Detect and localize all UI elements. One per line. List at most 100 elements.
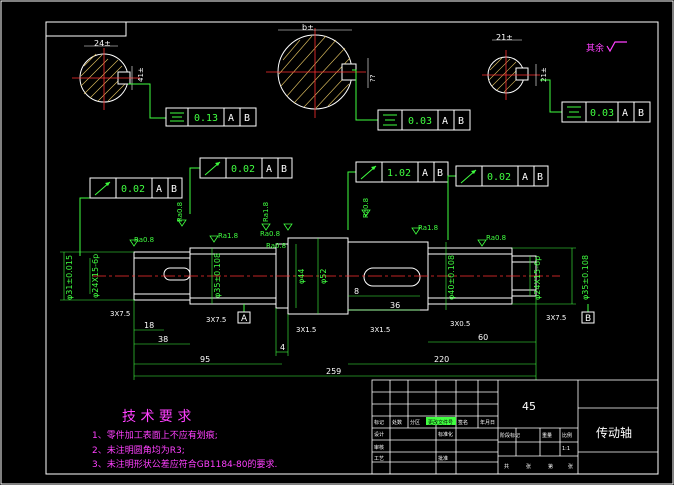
symmetry-frame-3: 0.03 A B xyxy=(540,79,651,123)
symmetry-datum1-3: A xyxy=(622,108,628,119)
length-label-36: 36 xyxy=(390,301,400,310)
drawing-frame xyxy=(45,21,659,475)
runout-datum2-3: B xyxy=(437,168,443,179)
symmetry-value-1: 0.13 xyxy=(194,113,218,124)
runout-value-3: 1.02 xyxy=(387,168,411,179)
symmetry-value-3: 0.03 xyxy=(590,108,614,119)
runout-datum1-4: A xyxy=(522,172,528,183)
length-label-95: 95 xyxy=(200,355,210,364)
title-block-text: 标记 处数 分区 更改文件号 签名 年月日 设计 标准化 审核 工艺 批准 阶段… xyxy=(374,419,573,470)
tb-sheet-1: 共 xyxy=(504,463,509,470)
section-view-right: 21± 21± xyxy=(482,33,548,100)
material-label: 45 xyxy=(522,400,536,413)
diameter-label-6: φ40±0.108 xyxy=(447,255,456,300)
tb-row-label-1: 标记 xyxy=(374,419,384,426)
roughness-marks xyxy=(129,209,487,247)
chamfer-label-1: 3X7.5 xyxy=(110,310,130,318)
symmetry-frame-2: 0.03 A B xyxy=(352,69,471,131)
tb-side-label-3: 审核 xyxy=(374,444,384,451)
length-label-4: 4 xyxy=(280,343,285,352)
diameter-label-3: φ35±0.108 xyxy=(213,253,222,298)
tb-scale: 1:1 xyxy=(562,446,570,452)
runout-value-2: 0.02 xyxy=(231,164,255,175)
right-depth-dim: 21± xyxy=(540,67,548,82)
tb-side-label-4: 工艺 xyxy=(374,456,384,462)
roughness-label-7: Ra0.8 xyxy=(486,234,506,242)
roughness-label-1: Ra0.8 xyxy=(134,236,154,244)
symmetry-datum2-3: B xyxy=(638,108,644,119)
runout-datum1-3: A xyxy=(422,168,428,179)
datum-a-marker: A xyxy=(237,304,251,324)
runout-frame-1: 0.02 A B xyxy=(79,177,183,256)
length-label-60: 60 xyxy=(478,333,488,342)
symmetry-datum2-1: B xyxy=(244,113,250,124)
datum-a-label: A xyxy=(241,314,248,324)
roughness-label-3: Ra1.8 xyxy=(218,232,238,240)
middle-depth-dim: ?? xyxy=(369,74,377,82)
roughness-label-5: Ra0.8 xyxy=(260,230,280,238)
note-line-3: 3、未注明形状公差应符合GB1184-80的要求. xyxy=(92,458,277,470)
runout-frame-4: 0.02 A B xyxy=(447,165,549,240)
runout-datum2-2: B xyxy=(281,164,287,175)
length-label-259: 259 xyxy=(326,367,341,376)
chamfer-labels: 3X7.5 3X7.5 3X1.5 3X1.5 3X0.5 3X7.5 xyxy=(110,310,566,334)
notes-title: 技 术 要 求 xyxy=(122,409,191,425)
left-depth-dim: 41± xyxy=(137,67,145,82)
left-width-dim: 24± xyxy=(94,39,111,48)
symmetry-datum2-2: B xyxy=(458,116,464,127)
tb-sheet-2: 张 xyxy=(526,463,531,470)
tb-side-label-2: 标准化 xyxy=(438,431,453,438)
symmetry-datum1-2: A xyxy=(442,116,448,127)
corner-tab xyxy=(45,21,127,37)
section-view-left: 24± 41± xyxy=(72,39,145,110)
tb-row-label-4: 更改文件号 xyxy=(428,419,453,426)
length-label-38: 38 xyxy=(158,335,168,344)
roughness-symbol-icon xyxy=(606,41,627,53)
runout-value-1: 0.02 xyxy=(121,184,145,195)
diameter-labels: φ31±0.015 φ24X15-6p φ35±0.108 φ44 φ52 φ4… xyxy=(65,253,590,300)
length-dimension-lines xyxy=(133,295,537,380)
tb-row-label-2: 处数 xyxy=(392,419,402,426)
tb-row-label-5: 签名 xyxy=(458,419,468,426)
runout-datum2-4: B xyxy=(537,172,543,183)
symmetry-frame-1: 0.13 A B xyxy=(128,83,257,127)
tb-side-label-5: 批准 xyxy=(438,455,448,462)
runout-datum1-1: A xyxy=(156,184,162,195)
diameter-label-5: φ52 xyxy=(319,269,328,284)
tb-side-label-1: 设计 xyxy=(374,431,384,438)
diameter-label-4: φ44 xyxy=(297,269,306,284)
note-line-1: 1、零件加工表面上不应有划痕; xyxy=(92,429,218,441)
title-block-highlight xyxy=(426,417,456,425)
diameter-label-2: φ24X15-6p xyxy=(91,254,100,298)
runout-datum1-2: A xyxy=(266,164,272,175)
datum-b-label: B xyxy=(585,314,591,324)
length-label-220: 220 xyxy=(434,355,449,364)
tb-stage-label-2: 重量 xyxy=(542,432,552,439)
length-labels: 18 38 95 4 8 36 60 220 259 xyxy=(144,287,488,376)
roughness-label-8: Ra1.8 xyxy=(418,224,438,232)
chamfer-label-2: 3X7.5 xyxy=(206,316,226,324)
part-name-label: 传动轴 xyxy=(596,425,632,440)
diameter-dimensions xyxy=(60,238,576,314)
chamfer-label-4: 3X1.5 xyxy=(370,326,390,334)
runout-datum2-1: B xyxy=(171,184,177,195)
other-surfaces-label: 其余 xyxy=(586,42,604,54)
roughness-labels: Ra0.8 Ra0.8 Ra1.8 Ra1.8 Ra0.8 Ra0.8 Ra0.… xyxy=(134,198,506,250)
chamfer-label-3: 3X1.5 xyxy=(296,326,316,334)
runout-frame-3: 1.02 A B xyxy=(347,161,449,230)
symmetry-value-2: 0.03 xyxy=(408,116,432,127)
tb-stage-label-3: 比例 xyxy=(562,432,572,439)
roughness-label-2: Ra0.8 xyxy=(176,202,184,222)
tb-row-label-3: 分区 xyxy=(410,419,420,426)
diameter-label-7: φ24X15-6p xyxy=(533,256,542,300)
roughness-label-4: Ra1.8 xyxy=(262,202,270,222)
note-line-2: 2、未注明圆角均为R3; xyxy=(92,444,185,456)
roughness-label-6: Ra0.8 xyxy=(362,198,370,218)
length-label-18: 18 xyxy=(144,321,154,330)
technical-notes: 技 术 要 求 1、零件加工表面上不应有划痕; 2、未注明圆角均为R3; 3、未… xyxy=(92,409,277,470)
runout-frame-2: 0.02 A B xyxy=(189,157,293,214)
length-label-8: 8 xyxy=(354,287,359,296)
tb-row-label-6: 年月日 xyxy=(480,419,495,426)
